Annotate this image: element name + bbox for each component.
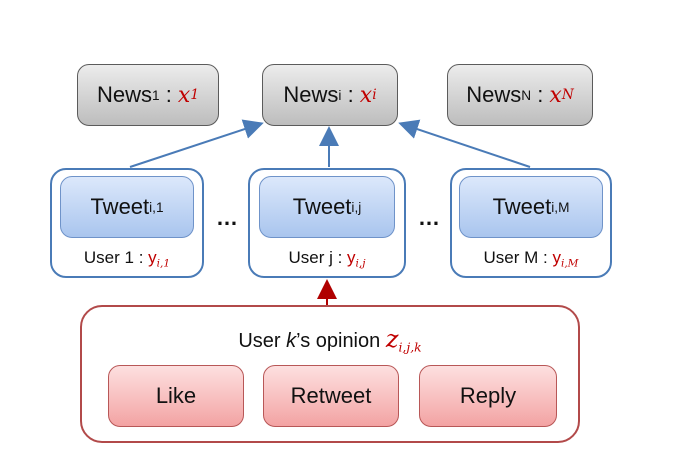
like-action: Like	[108, 365, 244, 427]
news-variable-subscript: N	[561, 87, 574, 103]
opinion-variable: z	[385, 325, 399, 353]
user-name: User j :	[288, 248, 348, 267]
tweet-subscript: i,M	[551, 199, 570, 215]
action-label: Reply	[459, 383, 517, 408]
opinion-k: k	[286, 330, 297, 352]
reply-action: Reply	[419, 365, 557, 427]
user-name: User M :	[483, 248, 553, 267]
user-variable: y	[347, 248, 356, 267]
tweet-label: Tweet	[492, 194, 552, 219]
news-subscript: N	[521, 87, 532, 103]
ellipsis-right: …	[418, 205, 440, 230]
user-name: User 1 :	[83, 248, 149, 267]
tweet-subscript: i,1	[149, 199, 164, 215]
action-label: Like	[155, 383, 197, 408]
news-subscript: 1	[152, 87, 160, 103]
arrow-userm-to-news-i	[398, 119, 531, 168]
action-label: Retweet	[290, 383, 372, 408]
news-variable-subscript: i	[372, 87, 377, 103]
news-variable: x	[177, 82, 191, 108]
retweet-action: Retweet	[263, 365, 399, 427]
user-label: User j : yi,j	[250, 248, 404, 270]
news-variable: x	[359, 82, 373, 108]
user-variable: y	[552, 248, 561, 267]
news-variable: x	[549, 82, 562, 108]
user-variable-subscript: i,j	[355, 257, 366, 270]
tweet-subscript: i,j	[351, 199, 362, 215]
opinion-suffix: ’s opinion	[296, 330, 386, 352]
news-label: News	[283, 82, 339, 107]
user-variable-subscript: i,M	[560, 257, 579, 270]
news-subscript: i	[338, 87, 342, 103]
opinion-title: User k’s opinion zi,j,k	[82, 325, 578, 354]
user-variable-subscript: i,1	[156, 257, 171, 270]
news-label: News	[466, 82, 522, 107]
user-variable: y	[148, 248, 157, 267]
user-label: User M : yi,M	[452, 248, 610, 270]
tweet-label: Tweet	[90, 194, 150, 219]
ellipsis-left: …	[216, 205, 238, 230]
opinion-variable-subscript: i,j,k	[398, 339, 422, 355]
news-label: News	[96, 82, 152, 107]
news-variable-subscript: 1	[190, 87, 200, 103]
opinion-prefix: User	[238, 330, 287, 352]
tweet-label: Tweet	[292, 194, 352, 219]
arrow-user1-to-news-i	[129, 119, 264, 168]
opinion-box: User k’s opinion zi,j,k Like Retweet Rep…	[80, 305, 580, 443]
user-label: User 1 : yi,1	[52, 248, 202, 270]
